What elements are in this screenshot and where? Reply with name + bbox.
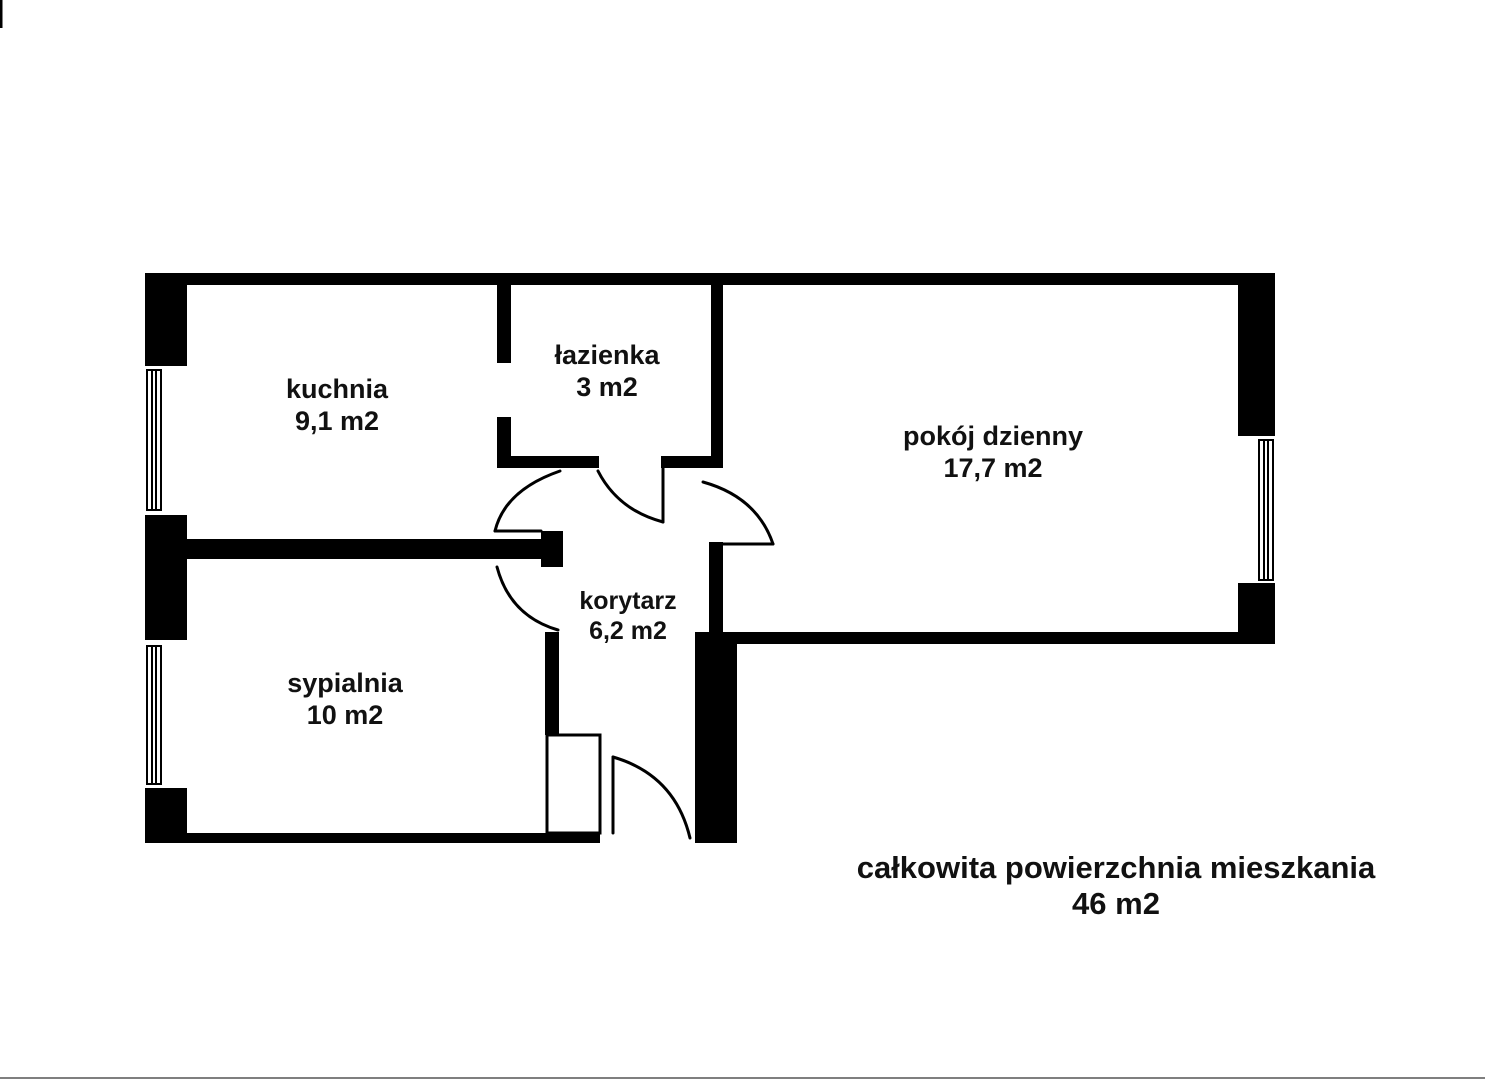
outer-walls — [145, 273, 1275, 843]
living-room-label: pokój dzienny 17,7 m2 — [903, 421, 1083, 485]
door-bathroom — [596, 469, 665, 524]
bedroom-area: 10 m2 — [306, 699, 384, 730]
bathroom-area: 3 m2 — [576, 371, 638, 402]
built-in-closet — [545, 733, 602, 835]
bedroom-label: sypialnia 10 m2 — [287, 668, 403, 732]
living-room-area: 17,7 m2 — [943, 452, 1043, 483]
corridor-name: korytarz — [579, 587, 677, 615]
kitchen-area: 9,1 m2 — [294, 405, 380, 436]
door-bedroom — [495, 565, 560, 632]
bedroom-name: sypialnia — [287, 668, 403, 698]
window-living-room — [1258, 439, 1274, 581]
door-kitchen — [493, 469, 562, 533]
door-entrance — [611, 755, 692, 840]
total-area-label: całkowita powierzchnia mieszkania 46 m2 — [857, 850, 1376, 921]
living-room-name: pokój dzienny — [902, 421, 1084, 451]
total-area-value: 46 m2 — [1072, 885, 1160, 921]
total-area-caption: całkowita powierzchnia mieszkania — [856, 850, 1376, 885]
window-bedroom — [146, 645, 162, 785]
interior-walls — [187, 273, 723, 735]
door-living-room — [701, 480, 775, 546]
bathroom-label: łazienka 3 m2 — [554, 340, 659, 404]
corridor-label: korytarz 6,2 m2 — [579, 587, 676, 646]
kitchen-label: kuchnia 9,1 m2 — [286, 374, 388, 438]
bathroom-name: łazienka — [554, 340, 660, 370]
window-kitchen — [146, 369, 162, 511]
corridor-area: 6,2 m2 — [589, 616, 667, 645]
kitchen-name: kuchnia — [285, 374, 389, 404]
door-swings — [493, 466, 775, 840]
